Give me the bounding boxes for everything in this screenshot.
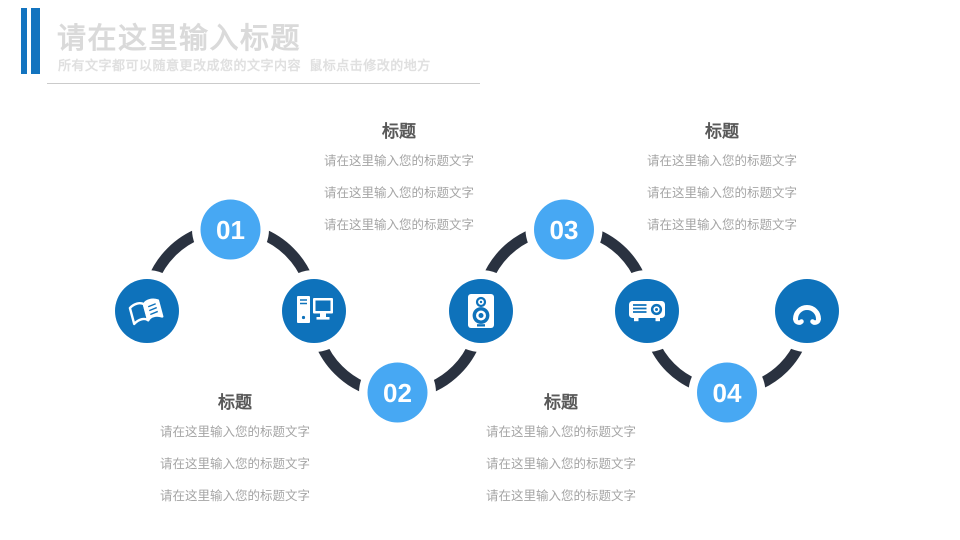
block-title: 标题	[705, 122, 739, 141]
block-line: 请在这里输入您的标题文字	[646, 218, 797, 232]
block-line: 请在这里输入您的标题文字	[159, 425, 310, 439]
step-number-04: 04	[713, 378, 742, 408]
text-block-bottom-middle: 标题 请在这里输入您的标题文字 请在这里输入您的标题文字 请在这里输入您的标题文…	[451, 393, 671, 522]
block-line: 请在这里输入您的标题文字	[485, 425, 636, 439]
block-title: 标题	[544, 393, 578, 412]
icon-circle-headphones	[775, 279, 839, 343]
step-circle-03	[534, 199, 594, 260]
block-line: 请在这里输入您的标题文字	[485, 489, 636, 503]
block-line: 请在这里输入您的标题文字	[323, 218, 474, 232]
headphones-icon	[793, 305, 821, 325]
step-circle-04	[697, 362, 757, 423]
text-block-top-left: 标题 请在这里输入您的标题文字 请在这里输入您的标题文字 请在这里输入您的标题文…	[289, 122, 509, 251]
speaker-icon	[468, 294, 494, 328]
block-title: 标题	[218, 393, 252, 412]
step-number-03: 03	[550, 215, 579, 245]
step-number-02: 02	[383, 378, 412, 408]
header-accent-bar-thin	[21, 8, 27, 74]
text-block-top-right: 标题 请在这里输入您的标题文字 请在这里输入您的标题文字 请在这里输入您的标题文…	[612, 122, 832, 251]
block-line: 请在这里输入您的标题文字	[323, 154, 474, 168]
projector-icon	[629, 301, 665, 322]
block-line: 请在这里输入您的标题文字	[646, 154, 797, 168]
block-line: 请在这里输入您的标题文字	[159, 489, 310, 503]
block-line: 请在这里输入您的标题文字	[646, 186, 797, 200]
open-book-icon	[128, 298, 164, 326]
slide-subtitle: 所有文字都可以随意更改成您的文字内容 鼠标点击修改的地方	[58, 58, 431, 73]
header-divider	[47, 83, 480, 84]
text-block-bottom-left: 标题 请在这里输入您的标题文字 请在这里输入您的标题文字 请在这里输入您的标题文…	[125, 393, 345, 522]
block-line: 请在这里输入您的标题文字	[485, 457, 636, 471]
step-number-01: 01	[216, 215, 245, 245]
desktop-computer-icon	[297, 296, 333, 323]
step-circle-02	[367, 362, 428, 423]
block-line: 请在这里输入您的标题文字	[323, 186, 474, 200]
step-circle-01	[200, 199, 261, 260]
header-accent-bar-thick	[31, 8, 40, 74]
slide-title: 请在这里输入标题	[57, 23, 302, 55]
block-title: 标题	[382, 122, 416, 141]
block-line: 请在这里输入您的标题文字	[159, 457, 310, 471]
